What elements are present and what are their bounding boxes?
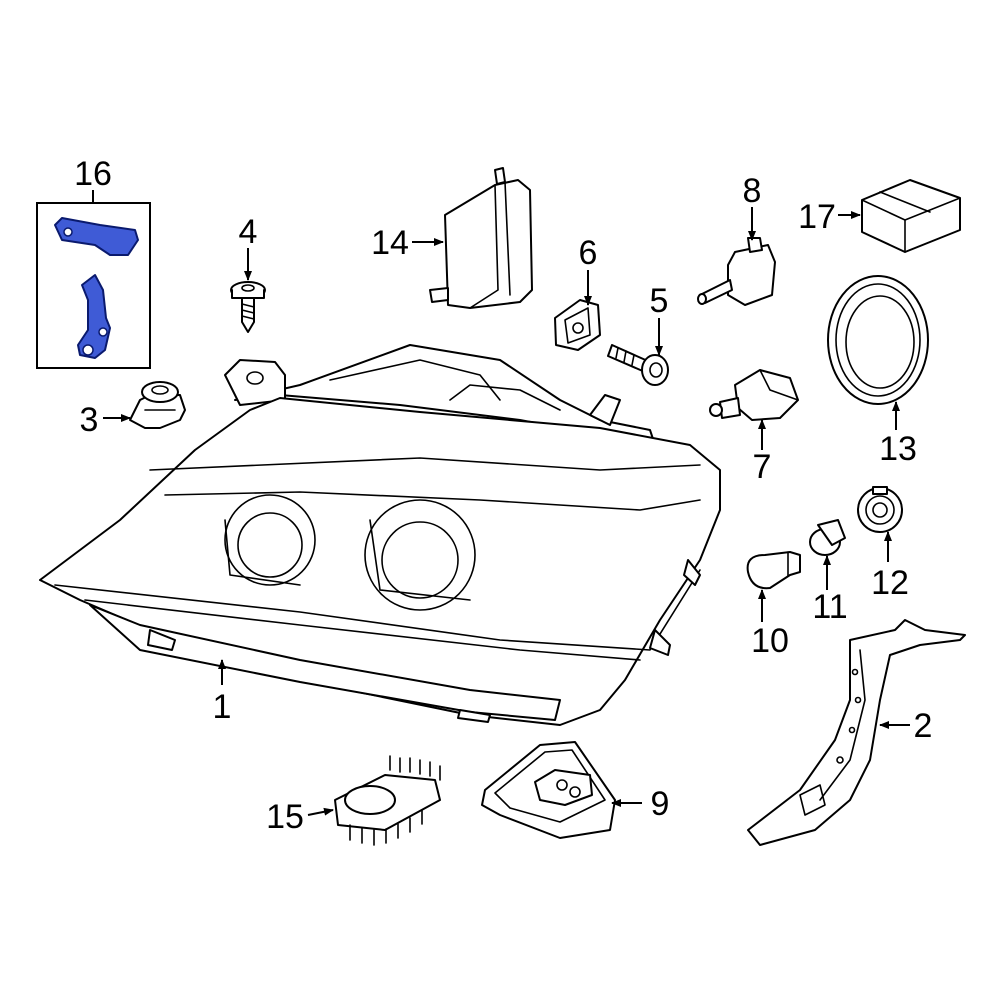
dust-cap[interactable] xyxy=(827,275,929,405)
control-module[interactable] xyxy=(481,741,616,839)
callout-1: 1 xyxy=(213,688,232,726)
callout-7: 7 xyxy=(753,448,772,486)
bulb-socket[interactable] xyxy=(709,369,799,421)
callout-10: 10 xyxy=(751,622,789,660)
ballast-module[interactable] xyxy=(429,167,533,309)
callout-15: 15 xyxy=(266,798,304,836)
turn-signal-bulb[interactable] xyxy=(746,551,801,590)
headlight-assembly[interactable] xyxy=(39,344,721,726)
callout-6: 6 xyxy=(579,234,598,272)
callout-9: 9 xyxy=(651,785,670,823)
callout-16: 16 xyxy=(74,155,112,193)
support-bracket[interactable] xyxy=(747,619,966,846)
callout-17: 17 xyxy=(798,198,836,236)
callout-13: 13 xyxy=(879,430,917,468)
callout-8: 8 xyxy=(743,172,762,210)
leader-arrows xyxy=(103,207,910,816)
package-box[interactable] xyxy=(861,179,961,253)
repair-kit-box[interactable] xyxy=(36,190,151,369)
adjuster[interactable] xyxy=(129,381,186,429)
clip-nut[interactable] xyxy=(554,299,601,351)
led-driver[interactable] xyxy=(334,755,441,846)
callout-11: 11 xyxy=(812,588,847,626)
callout-12: 12 xyxy=(871,564,909,602)
bulb-holder[interactable] xyxy=(857,486,903,533)
bolt[interactable] xyxy=(607,344,669,386)
screw[interactable] xyxy=(230,281,266,333)
small-bulb[interactable] xyxy=(809,519,846,556)
callout-14: 14 xyxy=(371,224,409,262)
callout-5: 5 xyxy=(650,282,669,320)
xenon-bulb[interactable] xyxy=(697,237,776,306)
callout-3: 3 xyxy=(80,401,99,439)
callout-4: 4 xyxy=(239,213,258,251)
callout-2: 2 xyxy=(914,707,933,745)
